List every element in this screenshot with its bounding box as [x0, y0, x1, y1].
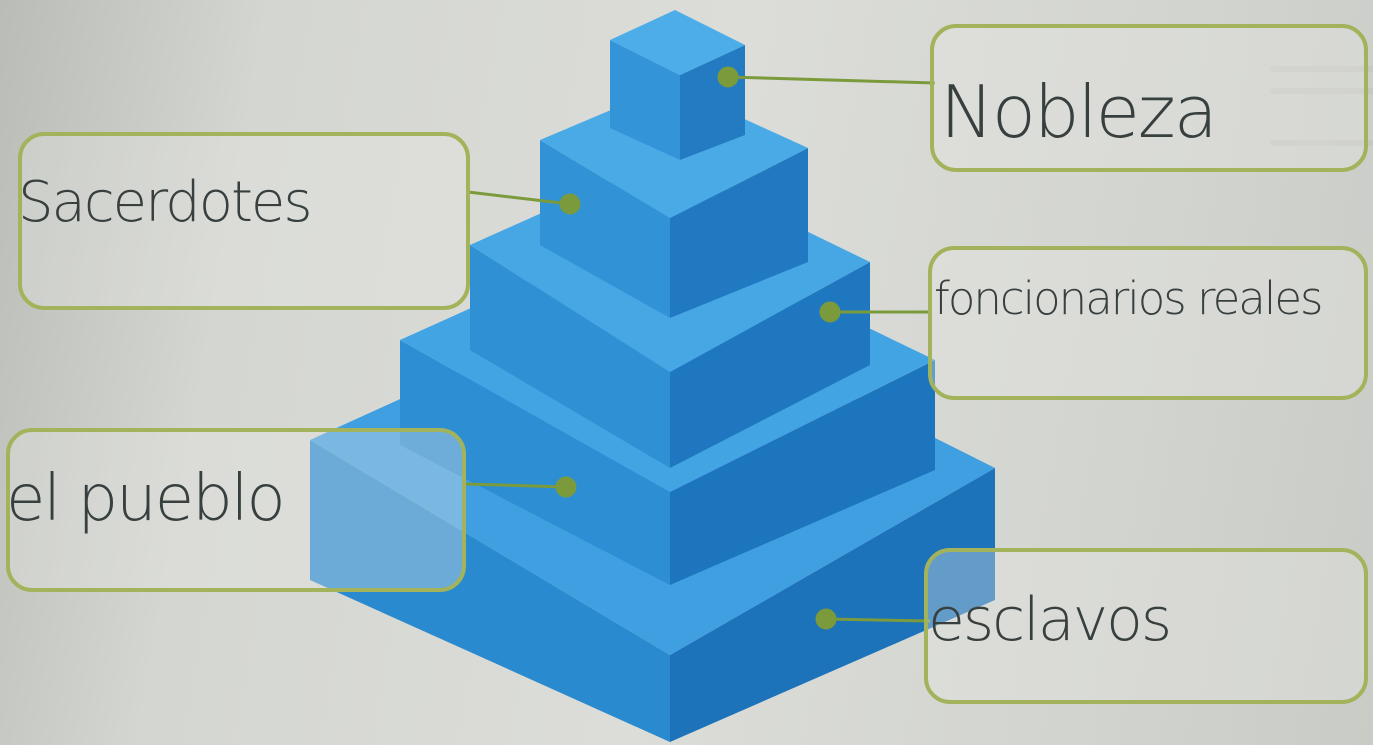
connector-esclavos	[826, 619, 930, 621]
label-text-nobleza: Nobleza	[940, 70, 1216, 154]
label-text-sacerdotes: Sacerdotes	[18, 170, 311, 235]
label-text-esclavos: esclavos	[928, 585, 1170, 655]
connector-dot-funcionarios	[821, 303, 839, 321]
connector-dot-esclavos	[817, 610, 835, 628]
label-text-pueblo: el pueblo	[6, 462, 284, 536]
connector-dot-sacerdotes	[561, 195, 579, 213]
connector-nobleza	[728, 77, 935, 83]
label-text-funcionarios: foncionarios reales	[934, 272, 1321, 325]
connector-dot-nobleza	[719, 68, 737, 86]
connector-dot-pueblo	[557, 478, 575, 496]
stepped-pyramid	[310, 10, 995, 742]
